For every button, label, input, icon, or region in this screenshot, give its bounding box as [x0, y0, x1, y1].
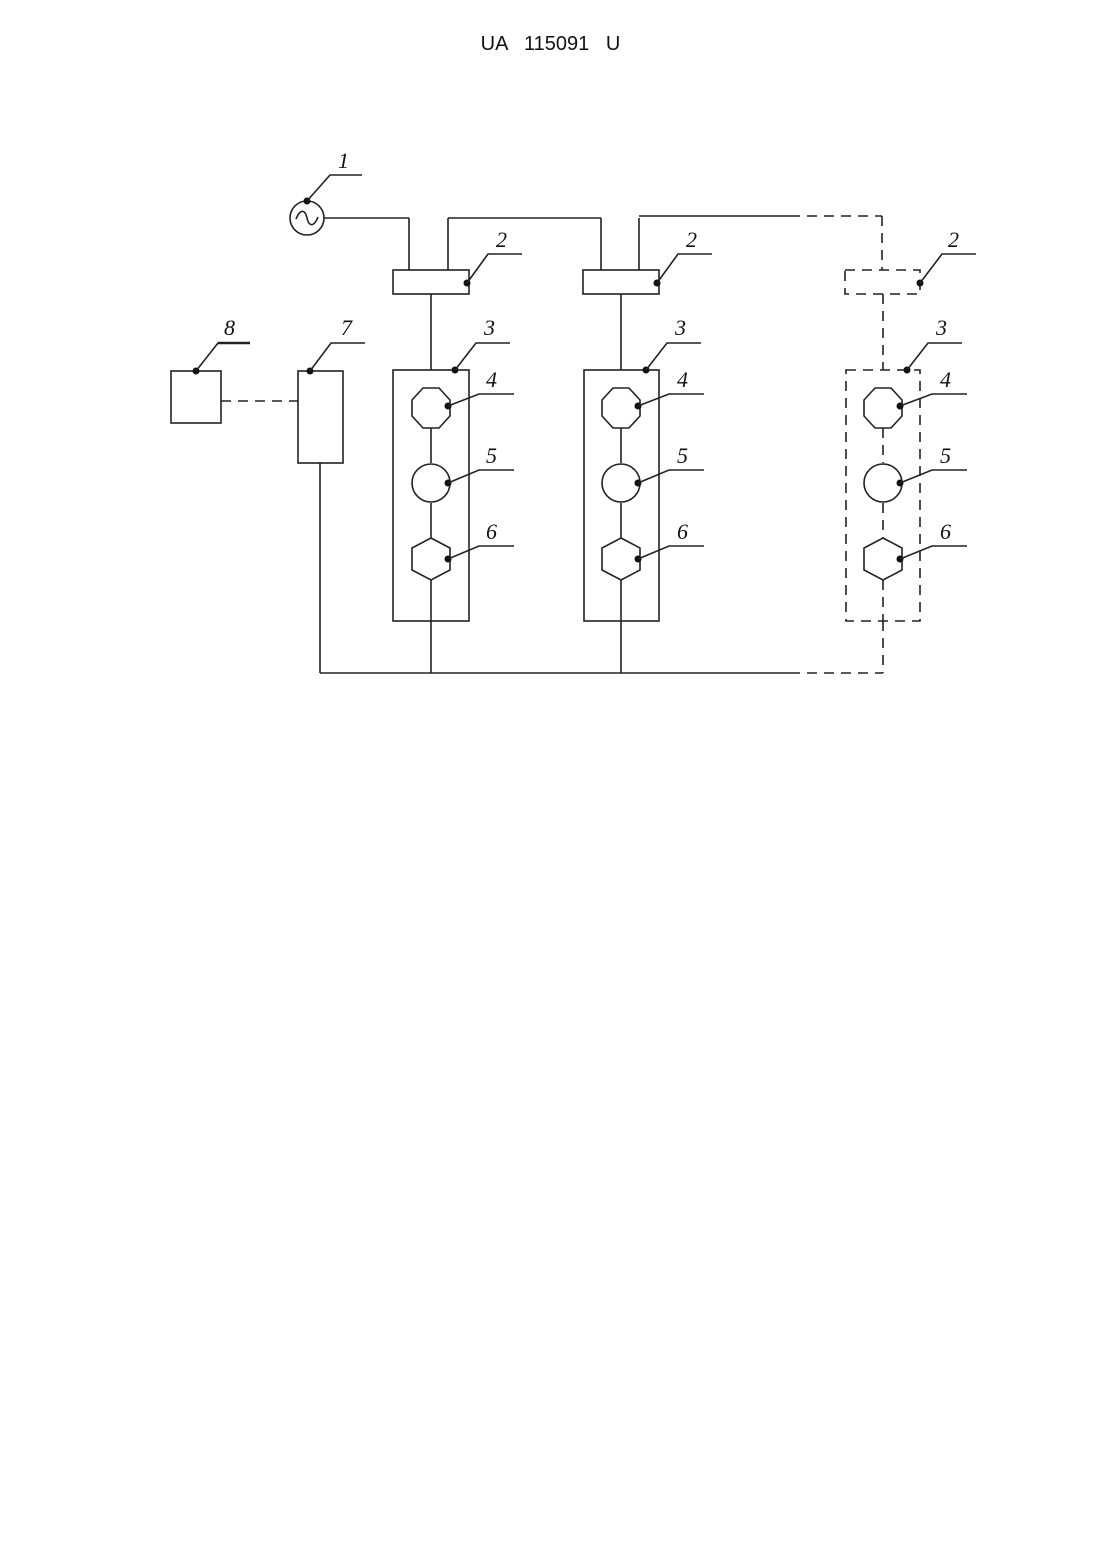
- label-3b: 3: [674, 315, 686, 340]
- circle-element-5b: [602, 464, 640, 502]
- octagon-element-4b: [602, 388, 640, 428]
- label-6c: 6: [940, 519, 951, 544]
- label-2c: 2: [948, 227, 959, 252]
- module-3-c: 3 4 5 6: [846, 315, 967, 621]
- label-7: 7: [341, 315, 353, 340]
- label-5a: 5: [486, 443, 497, 468]
- module-3-a: 3 4 5 6: [393, 315, 514, 621]
- octagon-element-4c: [864, 388, 902, 428]
- unit-2-a: 2: [393, 227, 522, 294]
- label-6a: 6: [486, 519, 497, 544]
- unit-2-b: 2: [583, 227, 712, 294]
- hexagon-element-6c: [864, 538, 902, 580]
- label-4a: 4: [486, 367, 497, 392]
- label-5b: 5: [677, 443, 688, 468]
- label-3a: 3: [483, 315, 495, 340]
- label-8: 8: [224, 315, 235, 340]
- label-2a: 2: [496, 227, 507, 252]
- label-2b: 2: [686, 227, 697, 252]
- block-7: 7: [298, 315, 365, 463]
- ac-source-1: 1: [290, 148, 882, 270]
- circle-element-5a: [412, 464, 450, 502]
- label-1: 1: [338, 148, 349, 173]
- label-4b: 4: [677, 367, 688, 392]
- block-8: 8: [171, 315, 250, 423]
- label-5c: 5: [940, 443, 951, 468]
- hexagon-element-6b: [602, 538, 640, 580]
- unit-2-c: 2: [845, 227, 976, 294]
- label-3c: 3: [935, 315, 947, 340]
- circle-element-5c: [864, 464, 902, 502]
- hexagon-element-6a: [412, 538, 450, 580]
- label-6b: 6: [677, 519, 688, 544]
- module-3-b: 3 4 5 6: [584, 315, 704, 621]
- octagon-element-4a: [412, 388, 450, 428]
- label-4c: 4: [940, 367, 951, 392]
